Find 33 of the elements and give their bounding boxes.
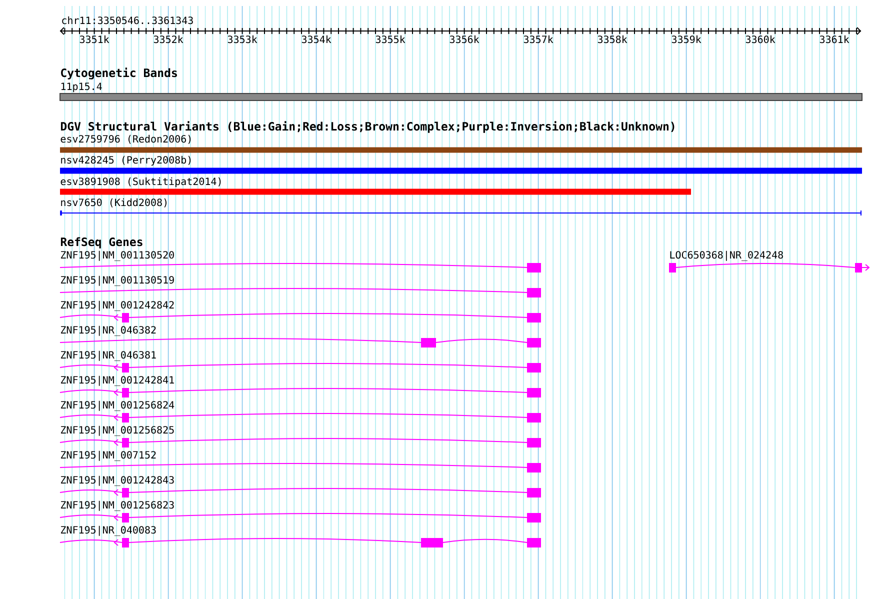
feature-label: ZNF195|NM_001130519 bbox=[60, 276, 174, 286]
tick-label: 3352k bbox=[154, 35, 184, 44]
feature-label: LOC650368|NR_024248 bbox=[670, 250, 783, 261]
tick-label: 3361k bbox=[820, 35, 850, 44]
track-heading: DGV Structural Variants (Blue:Gain;Red:Loss;Brown:Complex;Purple:Inversion;Black:Unknown) bbox=[60, 121, 674, 133]
location-label: chr11:3350546..3361343 bbox=[62, 16, 193, 24]
feature-label: nsv428245 (Perry2008b) bbox=[61, 156, 191, 166]
track-heading: RefSeq Genes bbox=[60, 237, 142, 248]
tick-label: 3357k bbox=[524, 35, 554, 44]
tick-label: 3356k bbox=[450, 35, 480, 44]
feature-label: ZNF195|NM_001256825 bbox=[60, 426, 174, 436]
feature-label: ZNF195|NM_001242843 bbox=[60, 476, 174, 486]
feature-label: nsv7650 (Kidd2008) bbox=[61, 198, 166, 208]
tick-label: 3353k bbox=[228, 35, 258, 44]
feature-label: ZNF195|NM_001130520 bbox=[60, 250, 174, 261]
feature-label: esv3891908 (Suktitipat2014) bbox=[60, 177, 221, 188]
feature-label: ZNF195|NM_001242841 bbox=[60, 376, 174, 386]
feature-label: ZNF195|NR_040083 bbox=[60, 526, 156, 536]
feature-label: ZNF195|NM_001256824 bbox=[60, 400, 174, 411]
tick-label: 3351k bbox=[80, 35, 110, 44]
feature-label: ZNF195|NR_046381 bbox=[60, 350, 156, 361]
tick-label: 3358k bbox=[598, 35, 628, 44]
tick-label: 3355k bbox=[376, 35, 406, 44]
tick-label: 3359k bbox=[672, 35, 702, 44]
track-heading: Cytogenetic Bands bbox=[61, 68, 177, 80]
feature-label: ZNF195|NM_007152 bbox=[60, 450, 156, 461]
feature-label: ZNF195|NM_001242842 bbox=[60, 300, 174, 311]
tick-label: 3360k bbox=[746, 35, 776, 44]
tick-label: 3354k bbox=[302, 35, 332, 44]
feature-label: ZNF195|NM_001256823 bbox=[60, 500, 174, 511]
feature-label: ZNF195|NR_046382 bbox=[60, 326, 156, 336]
feature-label: 11p15.4 bbox=[61, 82, 102, 92]
feature-label: esv2759796 (Redon2006) bbox=[60, 134, 191, 144]
